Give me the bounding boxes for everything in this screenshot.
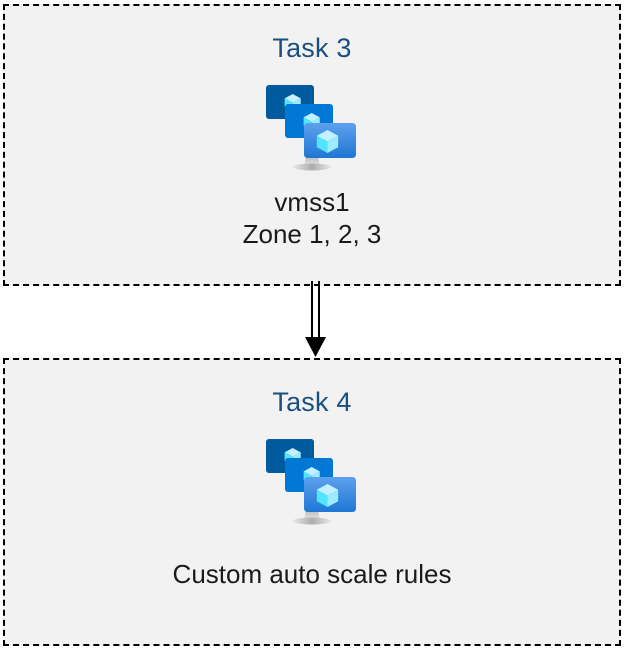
- azure-vm-scale-set-icon: [260, 434, 364, 528]
- task-box-3: Task 3: [3, 4, 621, 286]
- task-4-caption: Custom auto scale rules: [173, 558, 452, 590]
- task-3-caption-line-2: Zone 1, 2, 3: [242, 219, 382, 249]
- task-4-caption-line-1: Custom auto scale rules: [172, 559, 452, 589]
- task-box-4: Task 4: [3, 358, 621, 646]
- task-4-title: Task 4: [272, 387, 352, 417]
- task-3-title: Task 3: [272, 33, 352, 63]
- task-3-caption-line-1: vmss1: [274, 187, 350, 217]
- task-3-caption: vmss1 Zone 1, 2, 3: [243, 186, 382, 250]
- double-line-down-arrow: [296, 281, 336, 361]
- azure-vm-scale-set-icon: [260, 80, 364, 174]
